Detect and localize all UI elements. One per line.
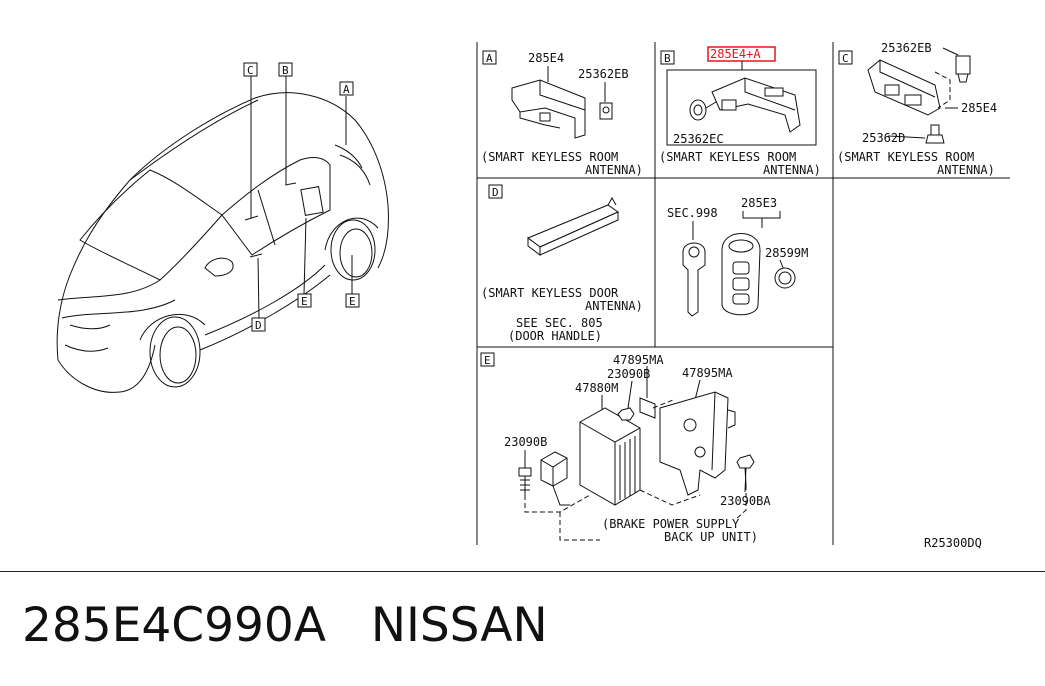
section-e-part-2: 23090B [607, 367, 650, 381]
car-callout-e2: E [349, 295, 356, 308]
section-a-letter: A [486, 52, 493, 65]
footer-title: 285E4C990A NISSAN [22, 598, 548, 653]
car-callout-a: A [343, 83, 350, 96]
section-c: C 25362EB 285E4 25362D (SMART KEYLESS RO… [837, 41, 997, 177]
diagram-code: R25300DQ [924, 536, 982, 550]
section-a: A 285E4 25362EB (SMART KEYLESS ROOM ANTE… [481, 50, 643, 177]
section-b-caption-1: (SMART KEYLESS ROOM [659, 150, 796, 164]
section-b-caption-2: ANTENNA) [763, 163, 821, 177]
section-e-letter: E [484, 354, 491, 367]
key-part-2: 285E3 [741, 196, 777, 210]
section-c-letter: C [842, 52, 849, 65]
section-d-caption-2: ANTENNA) [585, 299, 643, 313]
section-d-caption-1: (SMART KEYLESS DOOR [481, 286, 619, 300]
car-callout-b: B [282, 64, 289, 77]
section-d-see-2: (DOOR HANDLE) [508, 329, 602, 343]
section-c-caption-1: (SMART KEYLESS ROOM [837, 150, 974, 164]
parts-diagram: C B A E D E A 285E4 25362EB (SMART KEYLE… [56, 41, 1010, 550]
car-callout-d: D [255, 319, 262, 332]
section-grid [476, 42, 1010, 545]
car-illustration: C B A E D E [56, 62, 389, 393]
section-a-part-1: 285E4 [528, 51, 564, 65]
section-b-part-2: 25362EC [673, 132, 724, 146]
section-b: B 285E4+A 25362EC (SMART KEYLESS ROOM AN… [659, 46, 821, 177]
section-e-part-3: 47880M [575, 381, 618, 395]
section-d-see-1: SEE SEC. 805 [516, 316, 603, 330]
section-e-part-4: 47895MA [682, 366, 733, 380]
key-part-1: SEC.998 [667, 206, 718, 220]
car-callout-c: C [247, 64, 254, 77]
car-callout-e: E [301, 295, 308, 308]
section-a-caption-1: (SMART KEYLESS ROOM [481, 150, 618, 164]
section-c-part-2: 285E4 [961, 101, 997, 115]
section-e-part-5: 23090B [504, 435, 547, 449]
section-d: D (SMART KEYLESS DOOR ANTENNA) SEE SEC. … [481, 184, 643, 343]
divider-line [0, 571, 1045, 572]
section-a-caption-2: ANTENNA) [585, 163, 643, 177]
section-c-part-1: 25362EB [881, 41, 932, 55]
key-part-3: 28599M [765, 246, 808, 260]
footer-brand: NISSAN [370, 598, 548, 653]
section-b-letter: B [664, 52, 671, 65]
section-e: E 47895MA 23090B 47880M 47895MA 23090B 2… [480, 352, 771, 544]
section-b-part-highlight: 285E4+A [710, 47, 761, 61]
section-c-caption-2: ANTENNA) [937, 163, 995, 177]
section-key: SEC.998 285E3 28599M [667, 196, 808, 317]
section-e-part-1: 47895MA [613, 353, 664, 367]
section-a-part-2: 25362EB [578, 67, 629, 81]
section-d-letter: D [492, 186, 499, 199]
footer-part-number: 285E4C990A [22, 598, 326, 653]
section-e-caption-2: BACK UP UNIT) [664, 530, 758, 544]
section-e-caption-1: (BRAKE POWER SUPPLY [602, 517, 740, 531]
section-c-part-3: 25362D [862, 131, 905, 145]
